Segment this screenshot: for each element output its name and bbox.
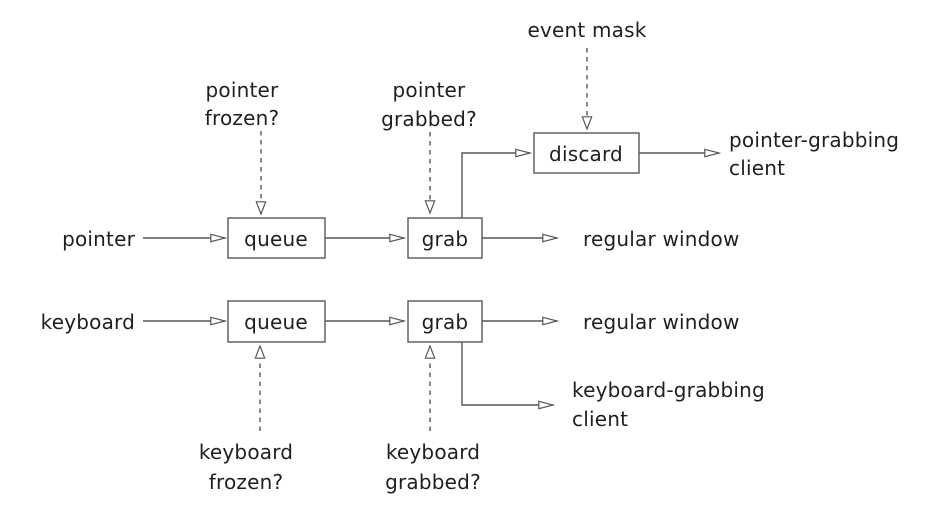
discard-box — [533, 132, 640, 174]
pointer-grabbed-label-line1: pointer — [393, 78, 467, 102]
discard-box-label: discard — [549, 142, 623, 166]
pointer-grabbed-label-line2: grabbed? — [381, 107, 477, 131]
pointer-queue-box-label: queue — [244, 227, 308, 251]
event-mask-label: event mask — [527, 18, 646, 42]
keyboard-source-label: keyboard — [41, 310, 135, 334]
keyboard-grab-box-label: grab — [422, 310, 469, 334]
pointer-source-label: pointer — [62, 227, 136, 251]
pointer-queue-box — [227, 217, 326, 259]
keyboard-grab-box — [407, 300, 483, 343]
keyboard-frozen-label-line1: keyboard — [199, 440, 293, 464]
keyboard-grabbing-client-label-line1: keyboard-grabbing — [572, 378, 765, 402]
pointer-frozen-label-line2: frozen? — [205, 106, 280, 130]
pointer-grabbing-client-label-line1: pointer-grabbing — [729, 128, 899, 152]
pointer-grab-box — [407, 217, 483, 259]
pointer-grabbing-client-label-line2: client — [729, 156, 785, 180]
arrow-grab-to-discard — [461, 148, 533, 218]
keyboard-queue-box-label: queue — [244, 310, 308, 334]
keyboard-regular-window-label: regular window — [583, 310, 740, 334]
pointer-grab-box-label: grab — [422, 227, 469, 251]
arrow-grab-to-keyboard-grabbing-client — [461, 342, 556, 410]
pointer-regular-window-label: regular window — [583, 227, 740, 251]
keyboard-grabbing-client-label-line2: client — [572, 407, 628, 431]
keyboard-grabbed-label-line2: grabbed? — [385, 470, 481, 494]
keyboard-queue-box — [227, 300, 326, 343]
keyboard-frozen-label-line2: frozen? — [209, 470, 284, 494]
keyboard-grabbed-label-line1: keyboard — [386, 440, 480, 464]
pointer-frozen-label-line1: pointer — [206, 78, 280, 102]
